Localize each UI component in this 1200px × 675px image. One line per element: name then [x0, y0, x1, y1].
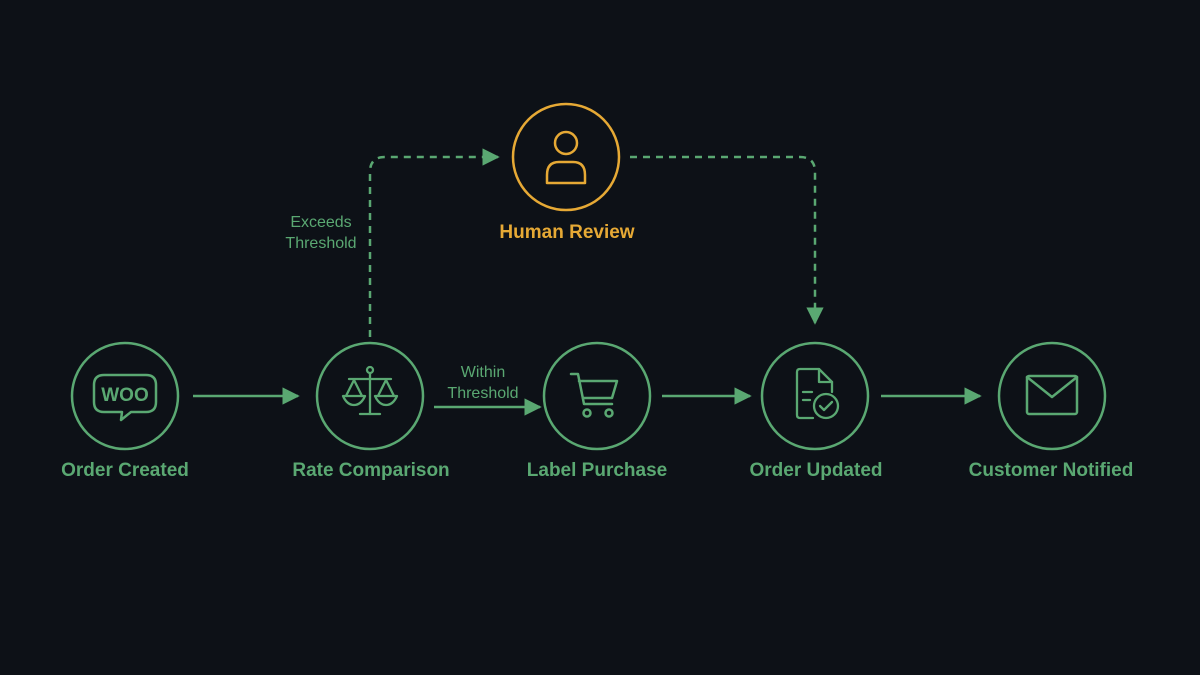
edge-label-exceeds-threshold: Exceeds Threshold — [276, 212, 366, 254]
node-customer-notified — [997, 341, 1107, 451]
document-check-icon — [795, 367, 840, 420]
woo-icon: WOO — [92, 373, 158, 422]
edge-label-exceeds-line2: Threshold — [285, 235, 357, 252]
node-order-created: WOO — [70, 341, 180, 451]
node-order-updated — [760, 341, 870, 451]
edge-label-within-line1: Within — [460, 364, 506, 381]
node-rate-comparison — [315, 341, 425, 451]
cart-icon — [569, 372, 619, 418]
node-label-purchase — [542, 341, 652, 451]
node-label-human-review: Human Review — [499, 222, 635, 243]
person-icon — [545, 130, 587, 185]
edge-label-within-line2: Threshold — [447, 385, 519, 402]
node-label-rate-comparison: Rate Comparison — [292, 460, 450, 481]
scale-icon — [341, 365, 399, 416]
edge-label-exceeds-line1: Exceeds — [290, 214, 352, 231]
edge-human-review-to-order-updated — [630, 155, 824, 325]
woo-icon-text: WOO — [101, 385, 149, 406]
node-label-order-created: Order Created — [61, 460, 189, 481]
edge-rate-comparison-to-human-review — [368, 148, 500, 337]
node-human-review — [511, 102, 621, 212]
node-label-label-purchase: Label Purchase — [526, 460, 668, 481]
node-label-order-updated: Order Updated — [749, 460, 883, 481]
envelope-icon — [1025, 374, 1079, 416]
node-label-customer-notified: Customer Notified — [968, 460, 1134, 481]
edge-label-within-threshold: Within Threshold — [438, 362, 528, 404]
